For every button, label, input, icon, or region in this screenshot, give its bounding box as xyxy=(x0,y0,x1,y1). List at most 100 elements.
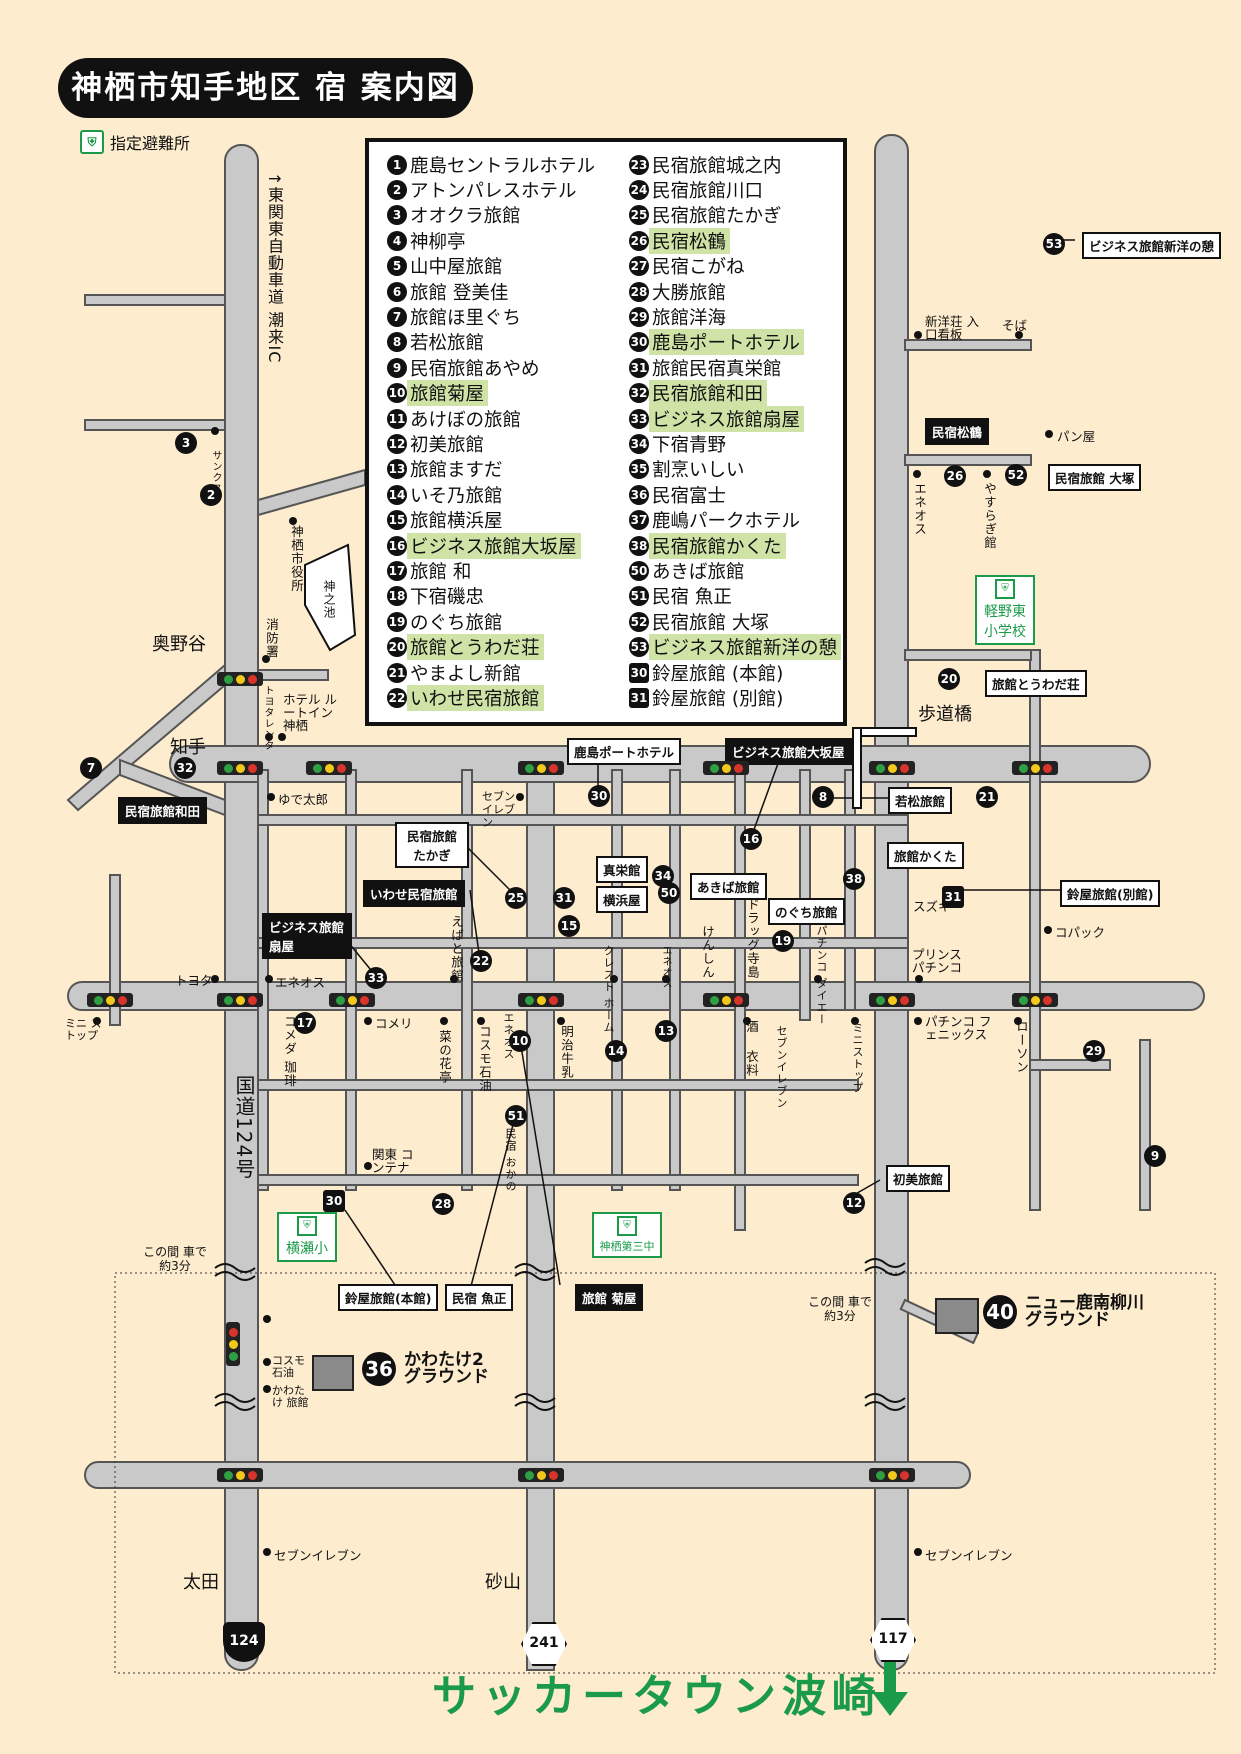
legend-number: 53 xyxy=(629,637,649,658)
landmark-dot xyxy=(851,1017,859,1025)
landmark-dot xyxy=(265,733,273,741)
marker-10: 10 xyxy=(509,1030,531,1052)
label-towada: 旅館とうわだ荘 xyxy=(985,670,1087,697)
legend-number: 25 xyxy=(629,205,649,226)
komeri-label: コメリ xyxy=(375,1016,413,1031)
legend-number: 12 xyxy=(387,433,407,454)
landmark-dot xyxy=(263,1358,271,1366)
legend-name: 旅館横浜屋 xyxy=(410,511,503,533)
legend-name: やまよし新館 xyxy=(410,663,522,685)
marker-52: 52 xyxy=(1005,464,1027,486)
legend-number: 26 xyxy=(629,230,649,251)
legend-number: 33 xyxy=(629,408,649,429)
legend-name: 民宿旅館かくた xyxy=(649,532,786,559)
legend-name: 旅館洋海 xyxy=(652,308,727,330)
legend-name: 鹿嶋パークホテル xyxy=(652,511,801,533)
time-note-right: この間 車で約3分 xyxy=(808,1295,872,1323)
marker-17: 17 xyxy=(294,1012,316,1034)
cosmo-label: コスモ石油 xyxy=(477,1025,492,1093)
ground-yanagawa-shape xyxy=(935,1298,979,1334)
shelter-legend-label: 指定避難所 xyxy=(110,134,191,153)
school-kamisu-3: ⛨ 神栖第三中 xyxy=(592,1212,662,1258)
legend-name: 鹿島セントラルホテル xyxy=(410,155,596,177)
traffic-signal xyxy=(518,993,564,1007)
meiji-label: 明治牛乳 xyxy=(559,1025,574,1079)
shelter-legend: ⛨ 指定避難所 xyxy=(80,130,190,154)
label-kakuta: 旅館かくた xyxy=(887,842,964,869)
legend-name: 民宿こがね xyxy=(652,257,745,279)
place-chite: 知手 xyxy=(170,737,206,758)
route-124-label: 国道124号 xyxy=(232,1075,256,1180)
school-label: 神栖第三中 xyxy=(599,1240,655,1253)
legend-name: アトンパレスホテル xyxy=(410,181,577,203)
landmark-dot xyxy=(914,331,922,339)
traffic-signal xyxy=(518,1468,564,1482)
landmark-dot xyxy=(211,975,219,983)
ground-kawatake: 36 かわたけ2 グラウンド xyxy=(362,1352,494,1386)
legend-name: 旅館とうわだ荘 xyxy=(407,634,544,661)
ground-name: かわたけ2 グラウンド xyxy=(404,1350,489,1387)
label-wada: 民宿旅館和田 xyxy=(118,797,208,824)
legend-number: 32 xyxy=(629,383,649,404)
label-kikuya: 旅館 菊屋 xyxy=(575,1284,644,1311)
kenshin-label: けんしん xyxy=(700,925,715,979)
marker-12: 12 xyxy=(843,1192,865,1214)
road-breaks xyxy=(214,1258,906,1411)
legend-name: 下宿磯忠 xyxy=(410,587,485,609)
landmark-dot xyxy=(262,655,270,663)
legend-name: 民宿 魚正 xyxy=(652,587,732,609)
label-noguchi: のぐち旅館 xyxy=(768,898,845,925)
legend-number: 38 xyxy=(629,535,649,556)
ministop-mid-label: ミニストップ xyxy=(851,1022,864,1094)
legend-name: 民宿旅館城之内 xyxy=(652,155,782,177)
marker-16: 16 xyxy=(740,828,762,850)
expressway-label: ↑東関東自動車道 潮来IC xyxy=(265,172,284,364)
school-yokose: ⛨ 横瀬小 xyxy=(277,1212,337,1262)
marker-34: 34 xyxy=(652,865,674,887)
label-akiba: あきば旅館 xyxy=(690,873,767,900)
landmark-dot xyxy=(364,1162,372,1170)
legend-name: 民宿旅館川口 xyxy=(652,181,764,203)
legend-name: 旅館ほ里ぐち xyxy=(410,308,522,330)
school-karuno-higashi: ⛨ 軽野東 小学校 xyxy=(975,575,1035,645)
city-hall-label: 神栖市役所 xyxy=(289,525,304,593)
label-ougiya: ビジネス旅館 扇屋 xyxy=(262,913,352,959)
marker-53: 53 xyxy=(1043,233,1065,255)
legend-name: 鈴屋旅館 (本館) xyxy=(652,663,784,685)
legend-name: 民宿富士 xyxy=(652,485,727,507)
legend-name: 民宿旅館たかぎ xyxy=(652,206,782,228)
legend-name: 初美旅館 xyxy=(410,435,485,456)
traffic-signal xyxy=(703,761,749,775)
landmark-dot xyxy=(1044,926,1052,934)
landmark-dot xyxy=(913,470,921,478)
label-shinyo: ビジネス旅館新洋の憩 xyxy=(1082,232,1222,259)
legend-number: 20 xyxy=(387,637,407,658)
ground-kawatake-shape xyxy=(312,1355,354,1391)
legend-number: 29 xyxy=(629,307,649,328)
landmark-dot xyxy=(440,1017,448,1025)
landmark-dot xyxy=(1045,430,1053,438)
school-label: 横瀬小 xyxy=(286,1241,328,1257)
hotel-route-inn-label: ホテル ルートイン 神栖 xyxy=(283,692,337,733)
ground-name: ニュー鹿南柳川 グラウンド xyxy=(1025,1293,1144,1330)
traffic-signal xyxy=(869,761,915,775)
legend-name: 神柳亭 xyxy=(410,231,466,253)
legend-name: いわせ民宿旅館 xyxy=(407,684,544,711)
traffic-signal xyxy=(1012,761,1058,775)
traffic-signal xyxy=(869,993,915,1007)
landmark-dot xyxy=(915,975,923,983)
